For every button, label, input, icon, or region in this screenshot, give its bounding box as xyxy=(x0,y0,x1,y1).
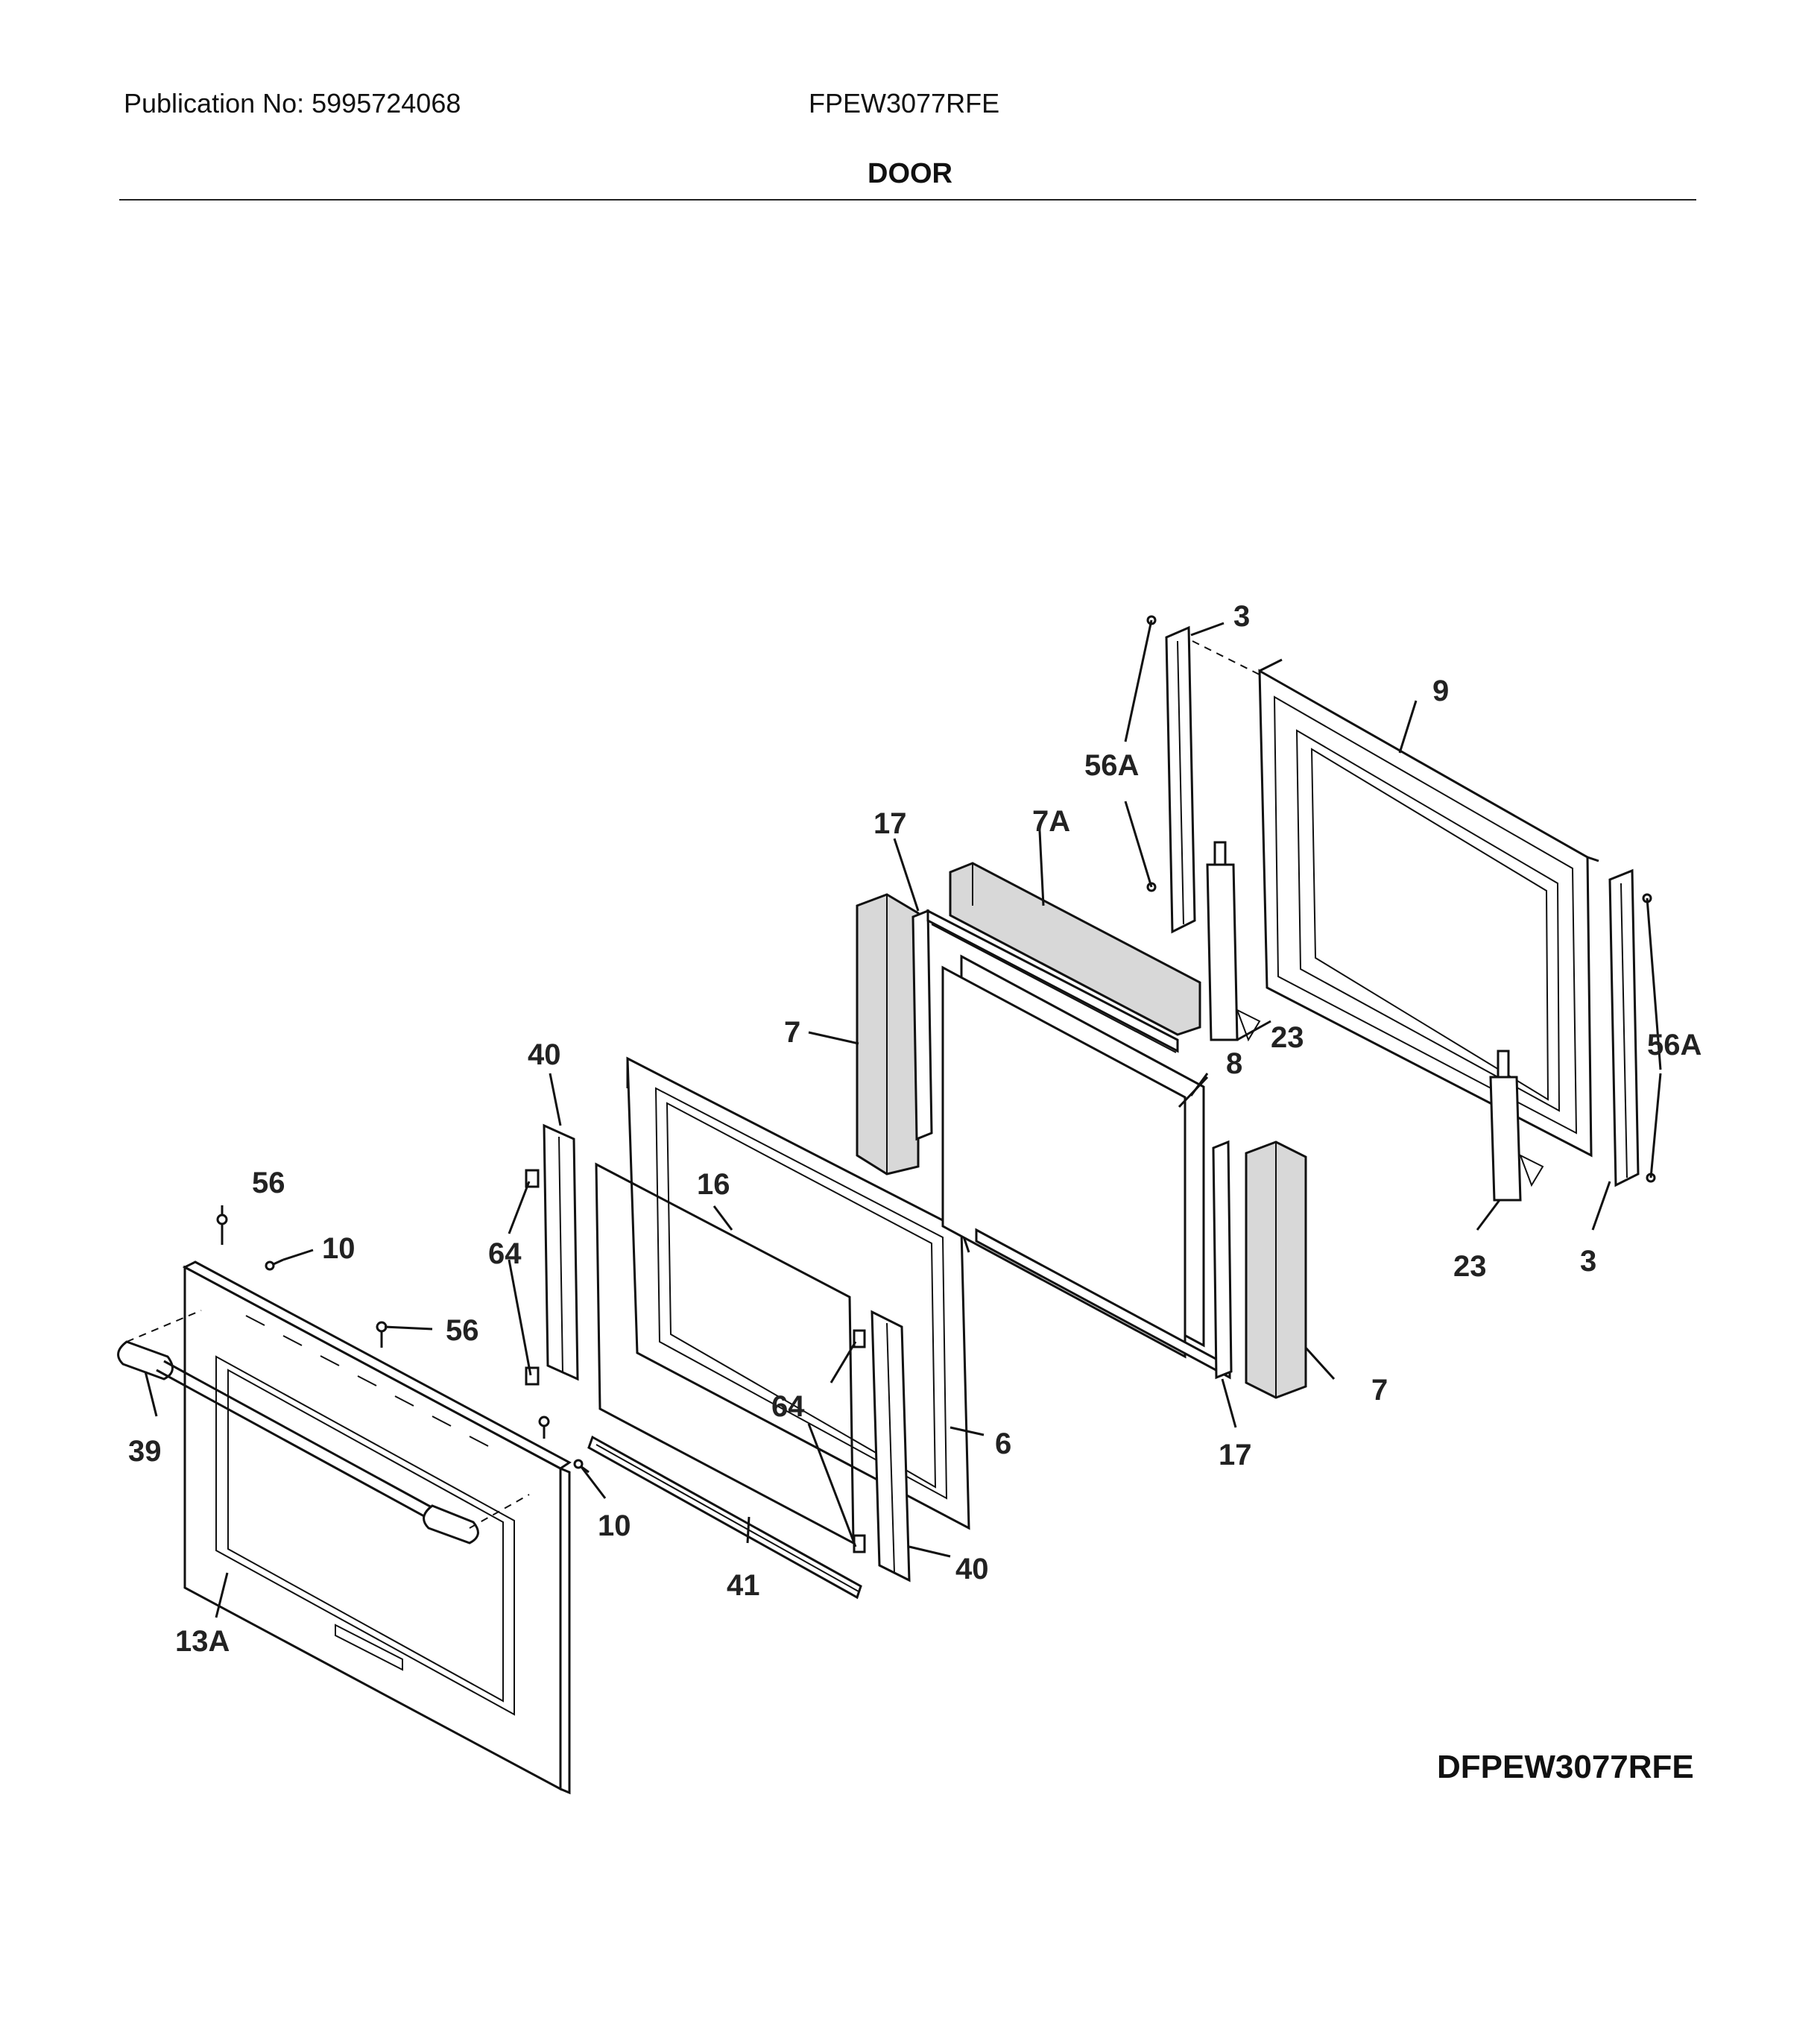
callout-7-left: 7 xyxy=(784,1016,800,1049)
callout-23-top: 23 xyxy=(1271,1021,1304,1054)
diagram-identifier: DFPEW3077RFE xyxy=(1437,1749,1694,1785)
callout-41: 41 xyxy=(727,1569,760,1602)
insulation-strip-top xyxy=(949,862,1201,1036)
glass-panels xyxy=(941,954,1205,1359)
callout-40-bottom: 40 xyxy=(955,1553,989,1585)
section-title: DOOR xyxy=(868,158,952,189)
callout-56-mid: 56 xyxy=(446,1314,479,1347)
callout-17-bottom: 17 xyxy=(1219,1439,1252,1471)
model-number: FPEW3077RFE xyxy=(809,88,1000,119)
callout-6: 6 xyxy=(995,1427,1011,1460)
callout-labels: 3 9 56A 17 7A 7 23 56A 40 8 56 16 10 64 … xyxy=(128,600,1701,1658)
hinge-bracket-bottom xyxy=(1608,868,1640,1187)
callout-8: 8 xyxy=(1226,1047,1242,1080)
screw-10-top xyxy=(265,1258,284,1271)
callout-56A-top: 56A xyxy=(1084,749,1139,782)
callout-16: 16 xyxy=(697,1168,730,1201)
callout-23-bottom: 23 xyxy=(1453,1250,1487,1283)
screw-56-lower xyxy=(538,1416,550,1439)
hinge-bottom xyxy=(1489,1050,1544,1202)
insulation-block-right xyxy=(1245,1140,1307,1399)
outer-door-panel xyxy=(182,1260,572,1795)
insulation-block-left xyxy=(856,893,920,1176)
callout-10-top: 10 xyxy=(322,1232,356,1265)
publication-number: Publication No: 5995724068 xyxy=(124,88,461,119)
callout-10-bottom: 10 xyxy=(598,1509,631,1542)
channel-17-left xyxy=(911,909,1179,1141)
hinge-bracket-top xyxy=(1165,625,1260,934)
callout-7-right: 7 xyxy=(1371,1374,1388,1407)
inner-door-frame xyxy=(626,1056,970,1530)
inner-door-liner xyxy=(1258,658,1599,1158)
screw-56-top xyxy=(216,1214,228,1245)
channel-17-right xyxy=(975,1140,1233,1380)
screw-56-mid xyxy=(376,1321,388,1348)
door-handle xyxy=(117,1310,530,1544)
callout-7A: 7A xyxy=(1032,805,1070,838)
callout-64-mid: 64 xyxy=(771,1390,805,1423)
side-channel-left xyxy=(525,1123,579,1386)
callout-9: 9 xyxy=(1432,675,1449,707)
hinge-top xyxy=(1206,841,1261,1042)
callout-56A-right: 56A xyxy=(1647,1029,1701,1061)
side-channel-right xyxy=(853,1310,911,1583)
callout-3-top: 3 xyxy=(1233,600,1250,633)
callout-17-top: 17 xyxy=(873,807,907,840)
callout-13A: 13A xyxy=(175,1625,230,1658)
callout-40-top: 40 xyxy=(528,1038,561,1071)
callout-56-top: 56 xyxy=(252,1167,285,1199)
header-rule xyxy=(119,199,1696,201)
screw-10-bottom xyxy=(573,1459,590,1474)
bottom-channel xyxy=(587,1435,862,1600)
callout-64-left: 64 xyxy=(488,1237,522,1270)
leader-lines xyxy=(144,619,1662,1618)
callout-3-bottom: 3 xyxy=(1580,1245,1596,1278)
callout-39: 39 xyxy=(128,1435,162,1468)
